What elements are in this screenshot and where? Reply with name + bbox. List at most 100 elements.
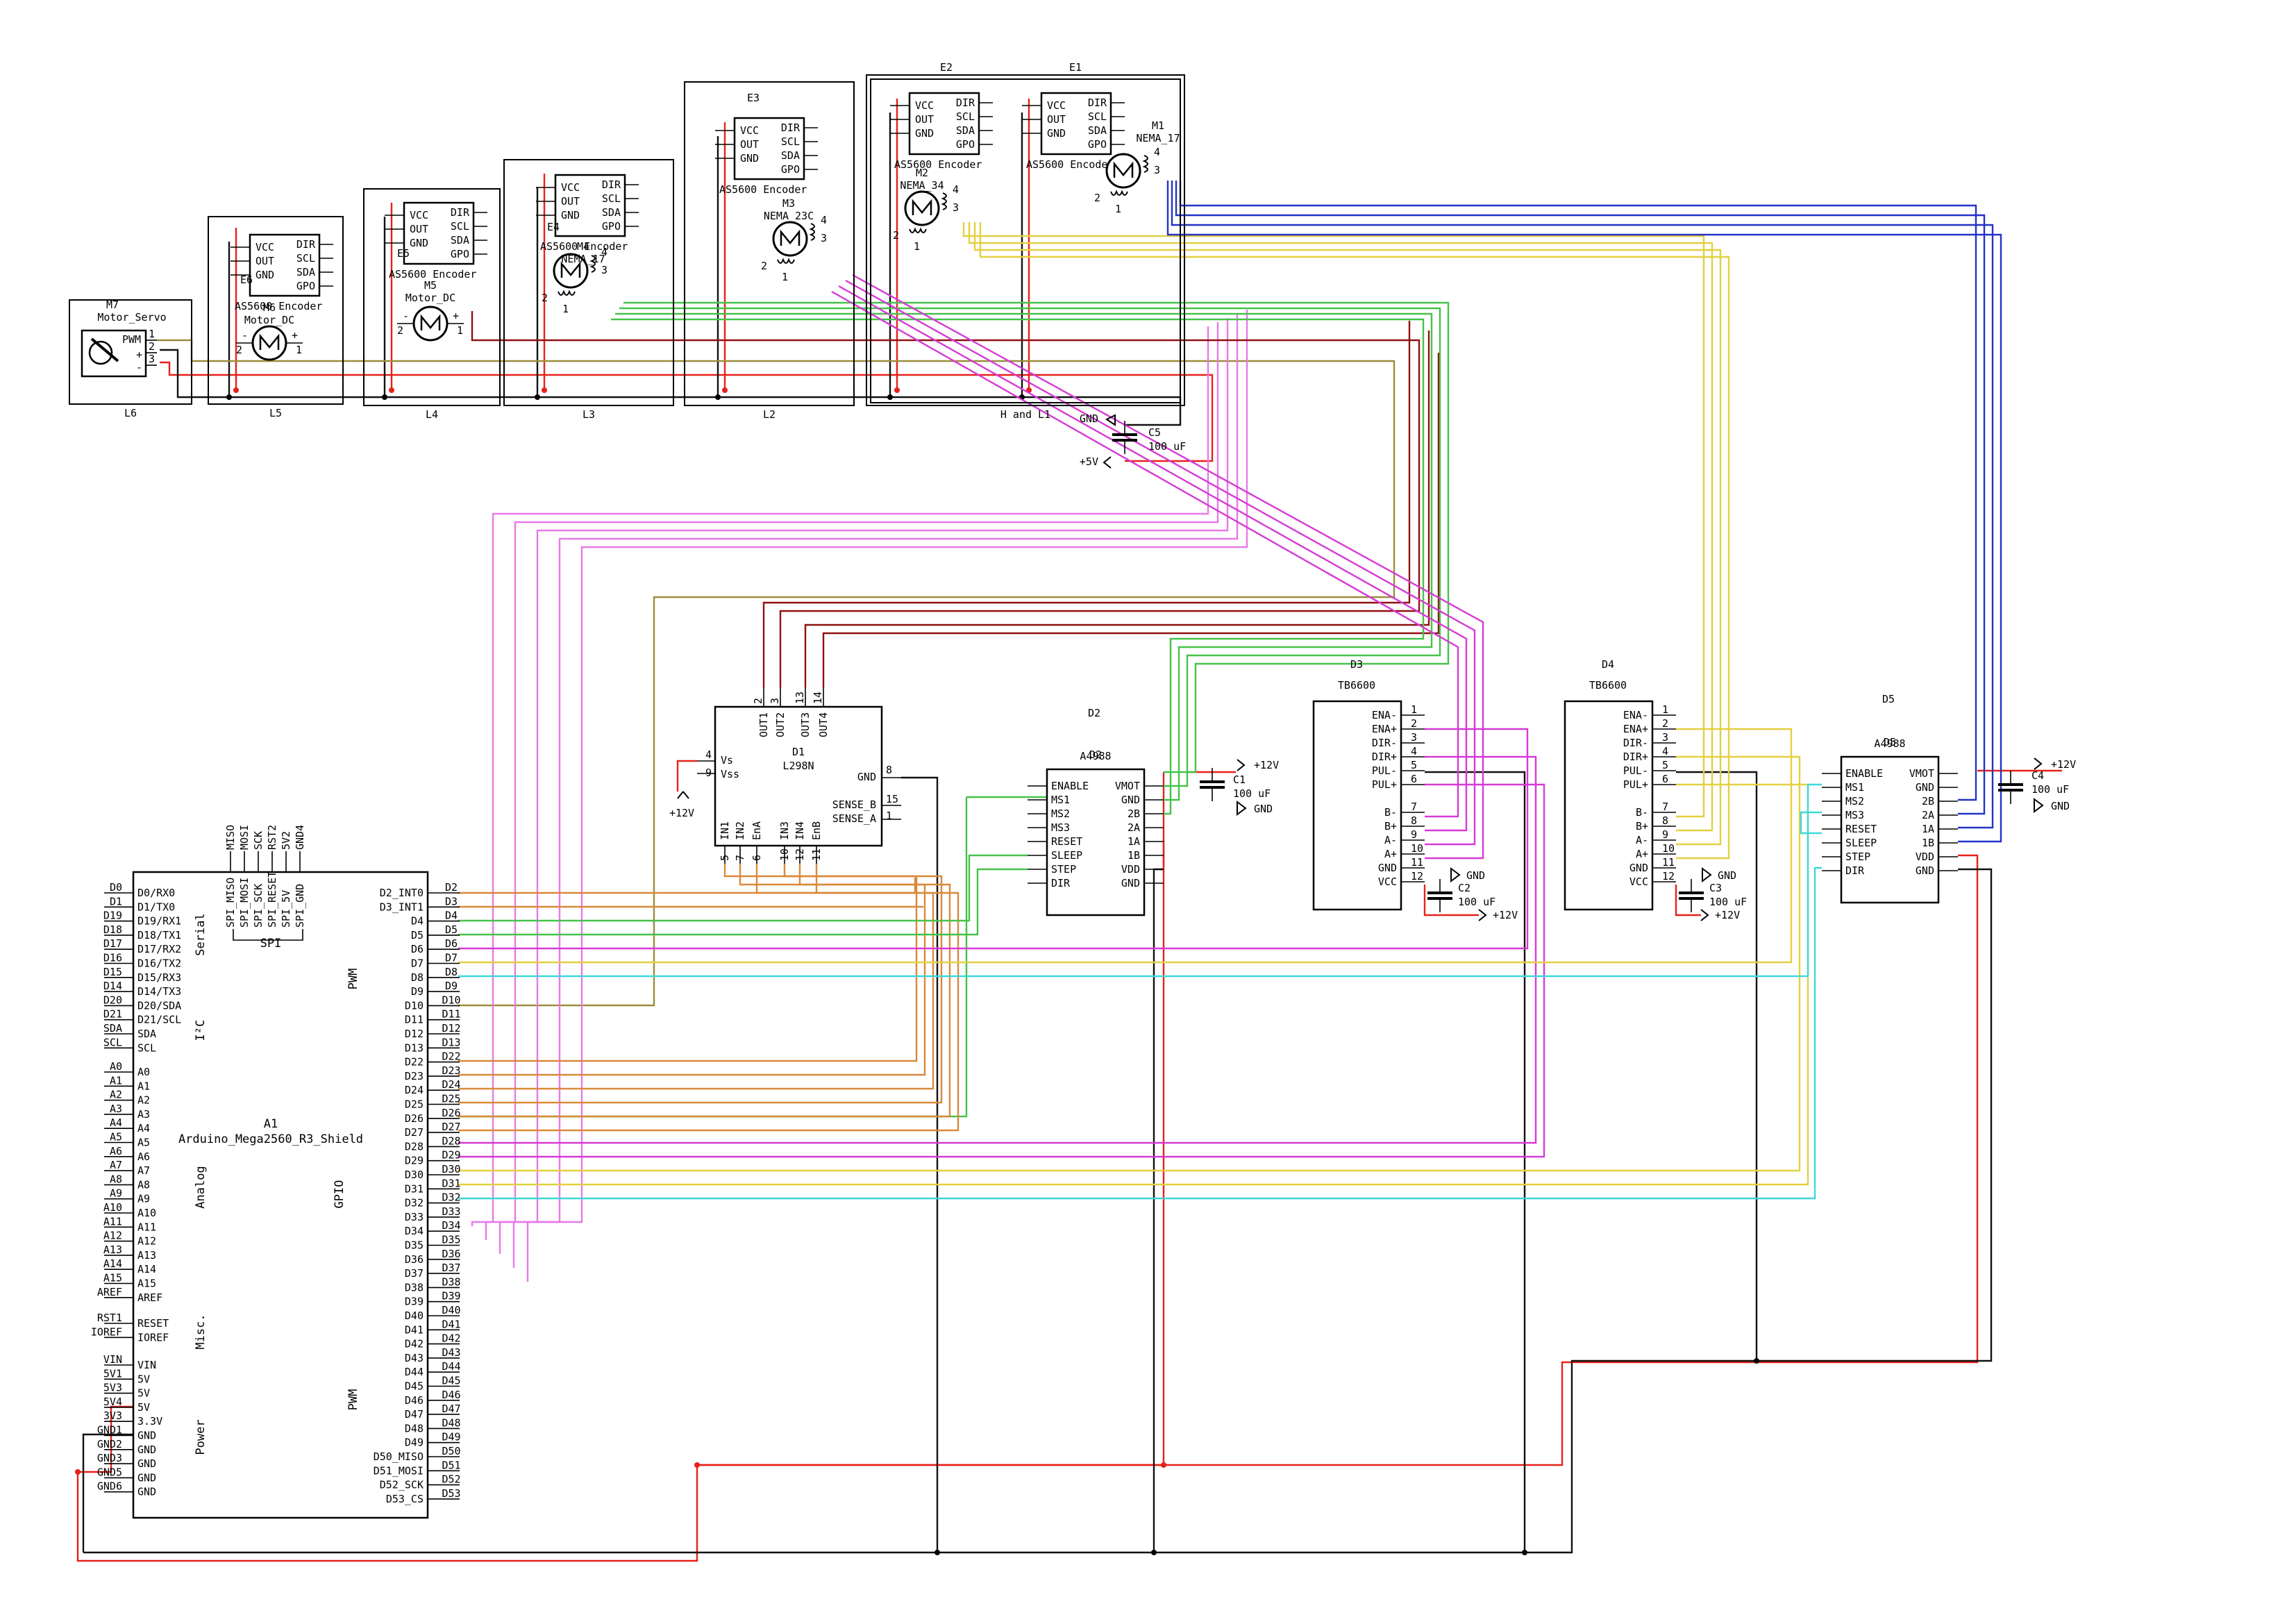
driver-ref: D4 xyxy=(1602,658,1614,671)
arduino-pin-label: D16/TX2 xyxy=(137,957,181,970)
spi-pin-label: RST2 xyxy=(266,825,278,850)
arduino-pin-label: D42 xyxy=(405,1338,424,1350)
arduino-pin-number: D19 xyxy=(103,910,122,922)
arduino-pin-label: SDA xyxy=(137,1028,156,1040)
junction-dot xyxy=(894,387,900,393)
motor-m-glyph xyxy=(912,199,932,215)
dc-motor-icon xyxy=(412,305,449,342)
net-label: +12V xyxy=(669,807,694,819)
arduino-pin-number: D53 xyxy=(442,1487,460,1500)
motor-ref: M1 xyxy=(1152,119,1164,132)
driver-pin-label: A+ xyxy=(1384,848,1397,860)
arduino-pin-number: A13 xyxy=(103,1244,122,1256)
pin-number: 3 xyxy=(1154,164,1160,176)
a4988-driver xyxy=(1840,755,1940,904)
arduino-pin-number: D21 xyxy=(103,1008,122,1021)
pin-number: 3 xyxy=(1411,731,1417,744)
cap-value: 100 uF xyxy=(2031,783,2069,796)
group-label: L4 xyxy=(426,408,438,421)
arduino-pin-label: D17/RX2 xyxy=(137,943,181,955)
junction-dot xyxy=(542,387,547,393)
wire-yellow xyxy=(973,222,1722,846)
cap-ref: C5 xyxy=(1148,426,1161,439)
driver-pin-label: GND xyxy=(1629,862,1648,874)
driver-ref: D1 xyxy=(792,746,805,758)
pin-number: 11 xyxy=(1411,856,1423,869)
arduino-pin-number: 5V4 xyxy=(103,1396,122,1408)
driver-pin-label: ENA+ xyxy=(1623,723,1648,735)
arduino-pin-number: GND6 xyxy=(97,1480,122,1493)
as5600-encoder xyxy=(249,233,321,297)
arduino-pin-number: D52 xyxy=(442,1473,460,1486)
pin-number: 7 xyxy=(1411,801,1417,813)
driver-ref: D5 xyxy=(1884,736,1896,748)
arduino-pin-number: A4 xyxy=(110,1116,122,1129)
pin-number: 2 xyxy=(752,698,764,704)
arduino-pin-number: A12 xyxy=(103,1230,122,1242)
parts-layer: L6M7Motor_ServoPWM+-123L5VCCOUTGNDDIRSCL… xyxy=(69,61,2076,1519)
arduino-pin-number: D32 xyxy=(442,1191,460,1204)
driver-name: A4988 xyxy=(1874,737,1905,750)
arduino-pin-label: A11 xyxy=(137,1221,156,1233)
driver-pin-label: B- xyxy=(1636,806,1648,819)
arduino-pin-number: D50 xyxy=(442,1445,460,1457)
arduino-pin-label: D39 xyxy=(405,1296,424,1308)
junction-dot xyxy=(382,394,387,400)
driver-pin-label: VCC xyxy=(1629,876,1648,888)
pin-number: 2 xyxy=(1411,717,1417,730)
arduino-pin-label: GND xyxy=(137,1486,156,1498)
pin-number: 10 xyxy=(778,848,791,861)
encoder-pin-label: DIR xyxy=(296,238,316,251)
arduino-pin-number: D22 xyxy=(442,1050,460,1063)
encoder-ref: E1 xyxy=(1069,61,1082,74)
arduino-pin-number: A0 xyxy=(110,1060,122,1073)
wire-darkred xyxy=(804,330,1430,687)
wire-magenta xyxy=(838,285,1468,832)
arduino-pin-label: A14 xyxy=(137,1263,156,1275)
arduino-pin-label: D43 xyxy=(405,1352,424,1364)
pin-number: 7 xyxy=(1662,801,1668,813)
polarity-minus: - xyxy=(403,310,409,322)
pin-number: 9 xyxy=(1411,828,1417,841)
driver-pin-label: RESET xyxy=(1845,823,1877,835)
group-label: Analog xyxy=(194,1166,208,1208)
arduino-pin-label: D0/RX0 xyxy=(137,887,175,899)
arduino-pin-label: D2_INT0 xyxy=(380,887,424,899)
arduino-pin-number: D40 xyxy=(442,1304,460,1316)
pin-number: 2 xyxy=(893,229,899,242)
arduino-pin-number: A11 xyxy=(103,1215,122,1228)
arduino-pin-label: D48 xyxy=(405,1422,424,1434)
arduino-pin-label: D44 xyxy=(405,1366,424,1378)
wire-red xyxy=(78,1405,133,1473)
arduino-pin-number: SDA xyxy=(103,1022,122,1035)
encoder-pin-label: VCC xyxy=(915,99,934,112)
motor-name: NEMA_17 xyxy=(1136,132,1180,144)
arduino-pin-label: IOREF xyxy=(137,1331,169,1343)
group-label: Misc. xyxy=(194,1314,208,1349)
driver-ref: D2 xyxy=(1089,748,1102,761)
driver-pin-label: 2A xyxy=(1128,821,1140,834)
driver-pin-label: EnA xyxy=(751,821,763,840)
encoder-pin-label: OUT xyxy=(255,255,274,267)
driver-pin-label: 2B xyxy=(1128,807,1140,820)
pin-number: 3 xyxy=(601,264,607,276)
wire-pink xyxy=(512,314,1239,1268)
a4988-driver xyxy=(1046,768,1146,916)
driver-pin-label: IN1 xyxy=(719,821,731,840)
pin-number: 4 xyxy=(1662,745,1668,757)
pin-number: 5 xyxy=(1411,759,1417,771)
group-label: Power xyxy=(194,1419,208,1455)
power-arrow-icon xyxy=(677,791,689,799)
arduino-pin-label: 5V xyxy=(137,1401,150,1414)
junction-dot xyxy=(1161,1462,1166,1468)
arduino-pin-number: D31 xyxy=(442,1177,460,1189)
arduino-pin-number: D16 xyxy=(103,952,122,964)
driver-pin-label: VMOT xyxy=(1115,780,1140,792)
arduino-pin-label: D11 xyxy=(405,1014,424,1026)
wire-magenta xyxy=(458,783,1545,1158)
encoder-pin-label: GPO xyxy=(602,220,621,233)
driver-pin-label: PUL- xyxy=(1623,764,1648,777)
pin-number: 1 xyxy=(886,810,892,822)
driver-name: A4988 xyxy=(1080,750,1111,762)
cap-value: 100 uF xyxy=(1233,787,1271,800)
